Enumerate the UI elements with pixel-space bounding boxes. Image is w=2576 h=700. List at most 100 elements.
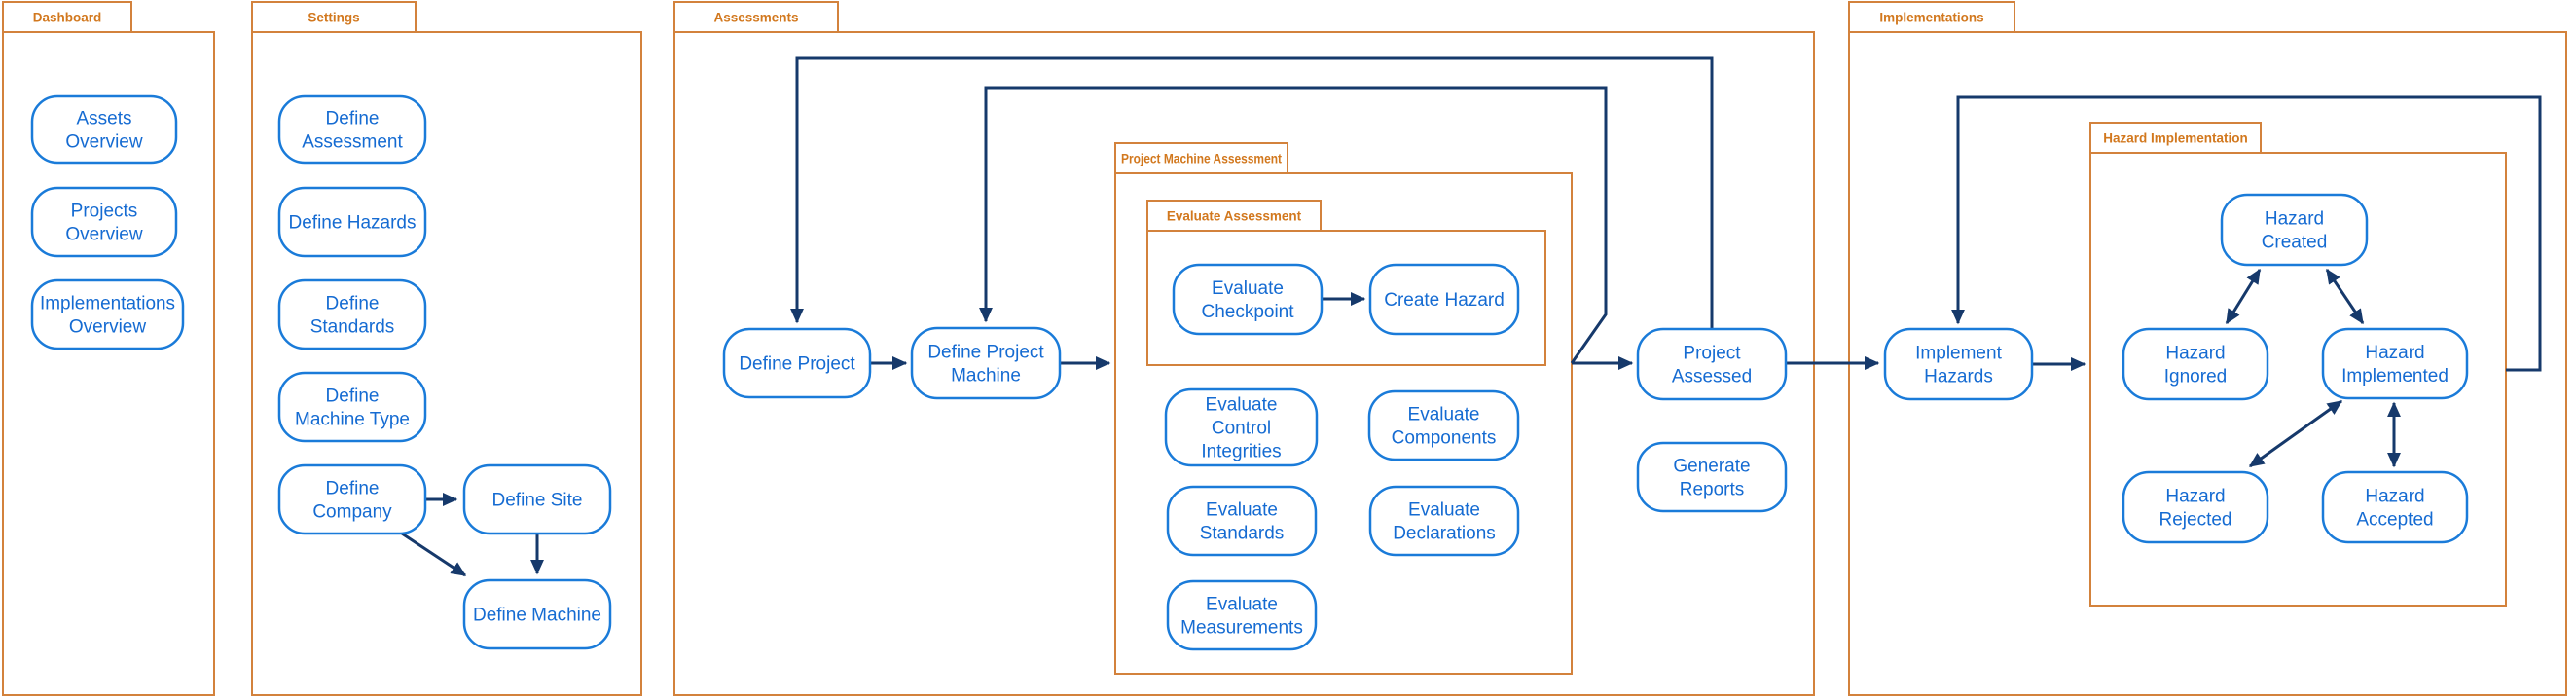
node-label-create-hazard: Create Hazard xyxy=(1384,290,1505,311)
node-shape-evaluate-control-integrities[interactable] xyxy=(1164,387,1319,467)
panel-label-assessments: Assessments xyxy=(713,11,798,25)
node-shape-define-company[interactable] xyxy=(277,463,427,535)
edge-project-machine-assessment-to-define-project-machine xyxy=(978,86,1608,364)
panel-label-project-machine-assessment: Project Machine Assessment xyxy=(1121,152,1282,166)
node-shape-hazard-rejected[interactable] xyxy=(2122,470,2269,544)
node-label-define-machine: Define Machine xyxy=(473,606,601,626)
edge-project-assessed-to-define-project xyxy=(789,56,1714,329)
node-shape-define-machine[interactable] xyxy=(462,578,612,650)
node-shape-hazard-implemented[interactable] xyxy=(2321,327,2469,400)
node-shape-evaluate-standards[interactable] xyxy=(1166,485,1318,557)
node-define-hazards[interactable]: Define Hazards xyxy=(277,186,427,258)
panel-label-settings: Settings xyxy=(308,11,359,25)
panel-label-evaluate-assessment: Evaluate Assessment xyxy=(1167,209,1302,224)
node-shape-define-project-machine[interactable] xyxy=(910,326,1062,400)
edge-hazard-implementation-to-implement-hazards xyxy=(1950,95,2542,372)
node-shape-define-hazards[interactable] xyxy=(277,186,427,258)
node-shape-generate-reports[interactable] xyxy=(1636,441,1788,513)
node-label-define-site: Define Site xyxy=(492,491,583,511)
node-define-site[interactable]: Define Site xyxy=(462,463,612,535)
panel-label-implementations: Implementations xyxy=(1879,11,1983,25)
node-shape-define-site[interactable] xyxy=(462,463,612,535)
node-shape-hazard-ignored[interactable] xyxy=(2122,327,2269,401)
node-shape-evaluate-checkpoint[interactable] xyxy=(1172,263,1324,336)
panel-tab-settings[interactable] xyxy=(251,1,417,33)
node-create-hazard[interactable]: Create Hazard xyxy=(1368,263,1520,336)
node-shape-create-hazard[interactable] xyxy=(1368,263,1520,336)
panel-tab-evaluate-assessment[interactable] xyxy=(1146,200,1322,232)
node-shape-hazard-accepted[interactable] xyxy=(2321,470,2469,544)
node-shape-define-standards[interactable] xyxy=(277,278,427,350)
panel-tab-assessments[interactable] xyxy=(673,1,839,33)
node-shape-evaluate-declarations[interactable] xyxy=(1368,485,1520,557)
node-label-define-project: Define Project xyxy=(739,354,855,375)
node-shape-evaluate-components[interactable] xyxy=(1367,389,1520,461)
layer-edges xyxy=(401,56,2542,577)
node-shape-projects-overview[interactable] xyxy=(30,186,178,258)
panel-label-dashboard: Dashboard xyxy=(33,11,102,25)
node-shape-implementations-overview[interactable] xyxy=(30,278,185,350)
panel-tab-project-machine-assessment[interactable] xyxy=(1114,142,1288,174)
panel-tab-implementations[interactable] xyxy=(1848,1,2015,33)
node-label-define-hazards: Define Hazards xyxy=(289,213,417,234)
node-shape-define-project[interactable] xyxy=(722,327,872,399)
node-define-machine[interactable]: Define Machine xyxy=(462,578,612,650)
node-define-project[interactable]: Define Project xyxy=(722,327,872,399)
node-shape-project-assessed[interactable] xyxy=(1636,327,1788,401)
node-shape-hazard-created[interactable] xyxy=(2220,193,2369,267)
node-shape-assets-overview[interactable] xyxy=(30,94,178,165)
panel-tab-dashboard[interactable] xyxy=(2,1,132,33)
edge-hazard-created-to-hazard-ignored xyxy=(2225,268,2262,325)
node-shape-implement-hazards[interactable] xyxy=(1883,327,2034,401)
node-shape-evaluate-measurements[interactable] xyxy=(1166,579,1318,651)
edge-define-company-to-define-machine xyxy=(401,532,467,577)
node-shape-define-machine-type[interactable] xyxy=(277,371,427,443)
panel-label-hazard-implementation: Hazard Implementation xyxy=(2103,131,2248,146)
node-shape-define-assessment[interactable] xyxy=(277,94,427,165)
panel-tab-hazard-implementation[interactable] xyxy=(2089,122,2262,154)
